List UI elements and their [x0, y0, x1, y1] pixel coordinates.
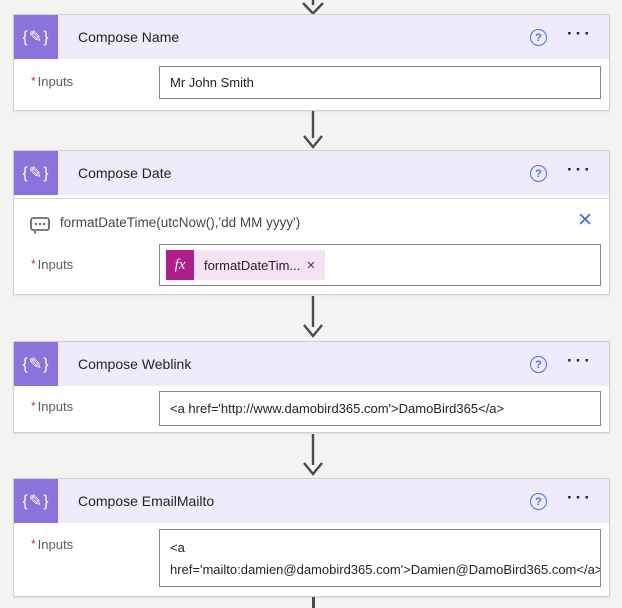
- header-divider: [14, 198, 609, 199]
- help-icon[interactable]: ?: [530, 355, 548, 373]
- action-card-header[interactable]: {✎} Compose Name ? ···: [14, 15, 609, 59]
- connector-line-bottom: [312, 597, 315, 608]
- action-card-compose-date: {✎} Compose Date ? ··· formatDateTime(ut…: [13, 150, 610, 295]
- action-card-compose-emailmailto: {✎} Compose EmailMailto ? ··· *Inputs <a…: [13, 478, 610, 597]
- inputs-field[interactable]: Mr John Smith: [159, 66, 601, 99]
- inputs-label: *Inputs: [31, 537, 74, 552]
- required-asterisk: *: [31, 399, 36, 413]
- compose-action-icon: {✎}: [14, 479, 58, 523]
- action-card-header[interactable]: {✎} Compose Date ? ···: [14, 151, 609, 195]
- inputs-field[interactable]: <a href='mailto:damien@damobird365.com'>…: [159, 529, 601, 587]
- inputs-label: *Inputs: [31, 399, 74, 414]
- remove-pill-icon[interactable]: ✕: [306, 259, 316, 272]
- ellipsis-menu-icon[interactable]: ···: [567, 160, 593, 179]
- connector-arrow: [300, 296, 326, 338]
- action-title: Compose Weblink: [78, 356, 192, 372]
- action-card-header[interactable]: {✎} Compose Weblink ? ···: [14, 342, 609, 386]
- action-title: Compose EmailMailto: [78, 493, 215, 509]
- ellipsis-menu-icon[interactable]: ···: [567, 488, 593, 507]
- compose-action-icon: {✎}: [14, 15, 58, 59]
- inputs-field[interactable]: fx formatDateTim... ✕: [159, 244, 601, 286]
- action-card-compose-weblink: {✎} Compose Weblink ? ··· *Inputs <a hre…: [13, 341, 610, 433]
- fx-icon: fx: [166, 250, 194, 280]
- ellipsis-menu-icon[interactable]: ···: [567, 24, 593, 43]
- action-card-compose-name: {✎} Compose Name ? ··· *Inputs Mr John S…: [13, 14, 610, 111]
- connector-arrow-top: [300, 0, 326, 15]
- action-card-header[interactable]: {✎} Compose EmailMailto ? ···: [14, 479, 609, 523]
- action-title: Compose Date: [78, 165, 172, 181]
- connector-arrow: [300, 111, 326, 149]
- help-icon[interactable]: ?: [530, 28, 548, 46]
- required-asterisk: *: [31, 257, 36, 271]
- help-icon[interactable]: ?: [530, 164, 548, 182]
- inputs-label: *Inputs: [31, 74, 74, 89]
- compose-action-icon: {✎}: [14, 342, 58, 386]
- expression-pill-label: formatDateTim...: [204, 257, 301, 273]
- ellipsis-menu-icon[interactable]: ···: [567, 351, 593, 370]
- expression-pill[interactable]: fx formatDateTim... ✕: [166, 250, 325, 280]
- required-asterisk: *: [31, 537, 36, 551]
- inputs-field[interactable]: <a href='http://www.damobird365.com'>Dam…: [159, 391, 601, 426]
- help-icon[interactable]: ?: [530, 492, 548, 510]
- action-title: Compose Name: [78, 29, 180, 45]
- compose-action-icon: {✎}: [14, 151, 58, 195]
- expression-tooltip: formatDateTime(utcNow(),'dd MM yyyy'): [60, 215, 301, 230]
- close-icon[interactable]: ✕: [577, 210, 593, 231]
- required-asterisk: *: [31, 74, 36, 88]
- inputs-label: *Inputs: [31, 257, 74, 272]
- connector-arrow: [300, 434, 326, 476]
- comment-icon: [30, 217, 50, 239]
